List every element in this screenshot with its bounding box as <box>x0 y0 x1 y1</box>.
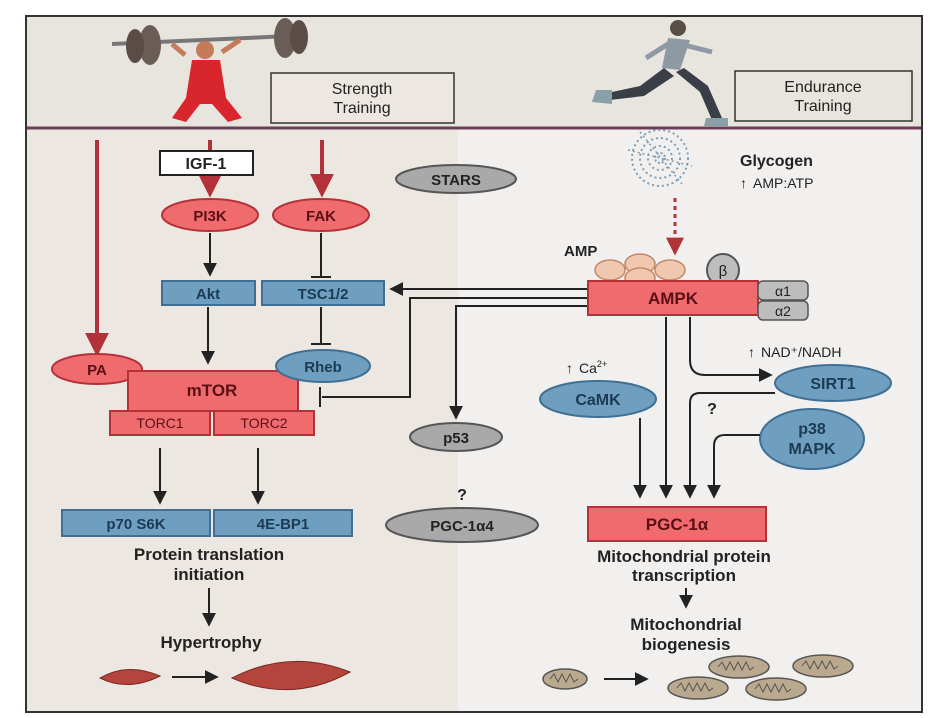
stars-label: STARS <box>431 172 481 189</box>
ca-label: Ca2+ <box>579 359 607 376</box>
amp-label: AMP <box>564 243 597 260</box>
pgc1a-label: PGC-1α <box>646 515 709 534</box>
translation-line1: Protein translation <box>134 545 284 564</box>
ampk-label: AMPK <box>648 289 699 308</box>
arrow-ampk-to-p53 <box>449 305 588 420</box>
fak-node <box>272 198 370 232</box>
p70-node <box>61 509 211 537</box>
pgc1a4-question: ? <box>457 487 467 504</box>
beta-label: β <box>719 263 728 280</box>
alpha1-label: α1 <box>775 283 791 299</box>
pa-label: PA <box>87 362 107 379</box>
arrow-sirt1-to-pgc1a <box>683 392 775 499</box>
p38-node <box>759 408 865 470</box>
ampk-node <box>587 280 759 316</box>
igf1-box <box>159 150 254 176</box>
translation-line2: initiation <box>174 565 245 584</box>
biogenesis-line2: biogenesis <box>642 635 731 654</box>
p70-label: p70 S6K <box>106 516 165 533</box>
akt-node <box>161 280 256 306</box>
runner-illustration <box>592 20 728 126</box>
rheb-node <box>275 349 371 383</box>
pgc1a-node <box>587 506 767 542</box>
akt-label: Akt <box>196 286 220 303</box>
endurance-label-line1: Endurance <box>784 79 861 96</box>
torc2-node <box>213 410 315 436</box>
endurance-label-box <box>734 70 913 122</box>
camk-node <box>539 380 657 418</box>
mtor-label: mTOR <box>187 381 238 400</box>
muscle-illustration <box>98 660 352 691</box>
pgc1a4-label: PGC-1α4 <box>430 518 494 535</box>
nad-label: NAD⁺/NADH <box>761 344 842 360</box>
strength-label-line2: Training <box>333 100 390 117</box>
amp-atp-label: AMP:ATP <box>753 175 813 191</box>
pi3k-node <box>161 198 259 232</box>
p53-label: p53 <box>443 430 469 447</box>
camk-label: CaMK <box>575 392 621 409</box>
alpha1-subunit <box>757 280 809 301</box>
glycogen-label: Glycogen <box>740 153 813 170</box>
transcription-line1: Mitochondrial protein <box>597 547 771 566</box>
sirt1-question: ? <box>707 401 717 418</box>
rheb-label: Rheb <box>304 359 342 376</box>
transcription-line2: transcription <box>632 566 736 585</box>
p38-label-line2: MAPK <box>788 441 836 458</box>
hypertrophy-label: Hypertrophy <box>160 633 262 652</box>
4ebp1-label: 4E-BP1 <box>257 516 310 533</box>
inhibit-ampk-to-mtor <box>322 297 588 398</box>
weightlifter-illustration <box>111 18 308 122</box>
p38-label-line1: p38 <box>798 421 826 438</box>
sirt1-label: SIRT1 <box>810 376 855 393</box>
tsc-node <box>261 280 385 306</box>
p53-node <box>409 422 503 452</box>
pi3k-label: PI3K <box>193 208 227 225</box>
amp-atp-up-arrow: ↑ <box>740 175 747 191</box>
4ebp1-node <box>213 509 353 537</box>
sirt1-node <box>774 364 892 402</box>
pa-node <box>51 353 143 385</box>
pgc1a4-node <box>385 507 539 543</box>
stars-node <box>395 164 517 194</box>
alpha2-subunit <box>757 300 809 321</box>
torc2-label: TORC2 <box>240 415 287 431</box>
mitochondria-illustration <box>542 654 854 701</box>
fak-label: FAK <box>306 208 336 225</box>
torc1-node <box>109 410 211 436</box>
ca-up-arrow: ↑ <box>566 360 573 376</box>
torc1-label: TORC1 <box>136 415 183 431</box>
igf1-label: IGF-1 <box>186 156 227 173</box>
strength-label-box <box>270 72 455 124</box>
endurance-label-line2: Training <box>794 98 851 115</box>
biogenesis-line1: Mitochondrial <box>630 615 741 634</box>
strength-label-line1: Strength <box>332 81 392 98</box>
alpha2-label: α2 <box>775 303 791 319</box>
nad-up-arrow: ↑ <box>748 344 755 360</box>
tsc-label: TSC1/2 <box>298 286 349 303</box>
arrow-p38-to-pgc1a <box>707 434 760 499</box>
arrow-ampk-to-sirt1 <box>689 317 773 382</box>
glycogen-icon <box>627 129 693 187</box>
